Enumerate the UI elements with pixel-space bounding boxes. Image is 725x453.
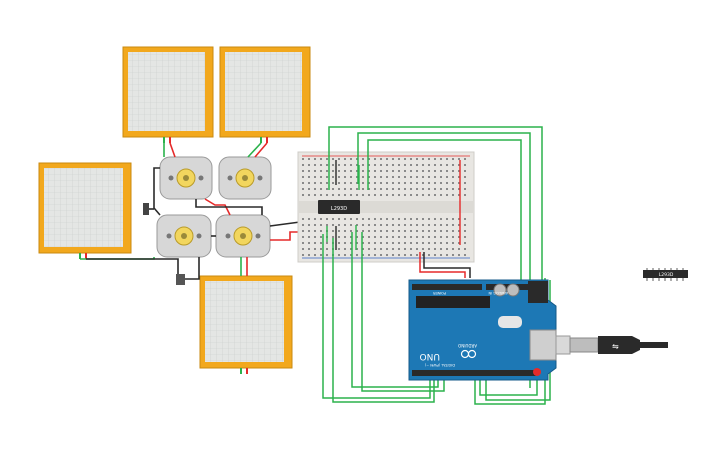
arduino-brand-label: ARDUINO xyxy=(458,343,477,348)
breadboard-jumpers xyxy=(326,160,461,250)
arduino-model-label: UNO xyxy=(420,351,440,361)
slide-switch[interactable] xyxy=(143,203,149,215)
usb-icon: ⇋ xyxy=(612,342,619,351)
power-jack[interactable] xyxy=(528,281,548,303)
arduino-analog-label: ANALOG IN xyxy=(488,291,508,295)
push-button[interactable] xyxy=(176,274,185,285)
dc-motor-2[interactable] xyxy=(218,156,272,200)
dc-motor-4[interactable] xyxy=(215,214,271,258)
atmega-chip xyxy=(416,296,490,308)
arduino-uno-board[interactable]: UNO ARDUINO DIGITAL (PWM ~) POWER ANALOG… xyxy=(408,279,557,381)
usb-cable: ⇋ xyxy=(555,335,668,355)
motor-wires xyxy=(80,142,330,280)
breadboard[interactable] xyxy=(297,151,475,263)
arduino-digital-label: DIGITAL (PWM ~) xyxy=(424,363,455,367)
solar-panel-top-left[interactable] xyxy=(122,46,214,143)
power-header xyxy=(412,284,482,290)
digital-header xyxy=(412,370,536,376)
usb-port[interactable] xyxy=(529,329,557,361)
reset-button[interactable] xyxy=(533,368,541,376)
arduino-power-label: POWER xyxy=(432,291,446,295)
spare-chip-label: L293D xyxy=(659,272,674,278)
dc-motor-3[interactable] xyxy=(156,214,212,258)
crystal xyxy=(498,316,522,328)
capacitor xyxy=(493,283,507,297)
arduino-logo xyxy=(460,349,477,359)
driver-chip-label: L293D xyxy=(331,206,347,212)
capacitor xyxy=(506,283,520,297)
solar-panel-bottom[interactable] xyxy=(199,275,293,374)
dc-motor-1[interactable] xyxy=(159,156,213,200)
solar-panel-left[interactable] xyxy=(38,162,132,259)
solar-panel-top-right[interactable] xyxy=(219,46,311,143)
l293d-spare-chip[interactable]: L293D xyxy=(643,268,688,281)
l293d-driver-chip[interactable]: L293D xyxy=(318,200,360,214)
